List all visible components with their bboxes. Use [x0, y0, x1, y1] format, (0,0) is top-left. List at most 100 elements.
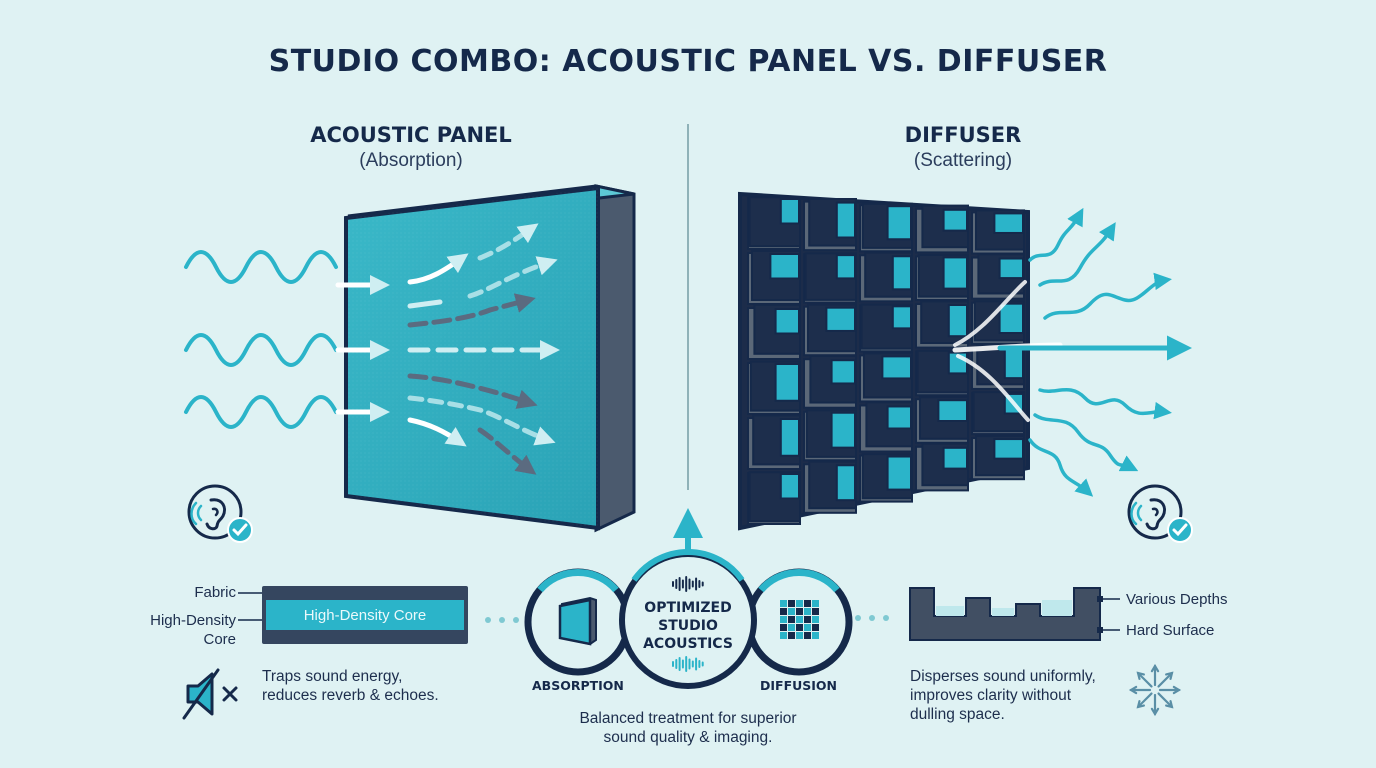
diffuser-block-face: [825, 306, 857, 332]
combo-loop: [524, 508, 853, 689]
panel-cross-section: High-Density Core: [262, 586, 468, 644]
scatter-arrow-head: [1136, 671, 1145, 680]
diffuser-description-line3: dulling space.: [910, 706, 1005, 723]
diffuser-block-face: [779, 473, 800, 500]
diffuser-mini-cell: [804, 624, 811, 631]
diffuser-mini-cell: [812, 624, 819, 631]
scatter-arrow-ray: [1157, 671, 1174, 688]
diffuser-cross-section: [909, 587, 1120, 641]
combo-caption-line1: Balanced treatment for superior: [579, 710, 797, 727]
scattered-sound-waves: [1028, 207, 1172, 497]
sound-wave-icon-bottom: [672, 656, 704, 672]
diffuser-description: Disperses sound uniformly, improves clar…: [910, 667, 1130, 724]
scatter-arrow-head: [1136, 700, 1145, 709]
diffuser-block-face: [1003, 347, 1024, 380]
diffuser-block-face: [993, 212, 1025, 234]
panel-mini-icon: [558, 596, 597, 646]
absorption-label: ABSORPTION: [532, 678, 624, 693]
diffuser-mini-cell: [788, 600, 795, 607]
scatter-arrow-ray: [1157, 692, 1174, 709]
diffuser-description-line1: Disperses sound uniformly,: [910, 668, 1096, 685]
diffusion-label: DIFFUSION: [760, 678, 837, 693]
diffuser-mini-cell: [780, 624, 787, 631]
acoustic-panel-illustration: [344, 184, 636, 533]
diffuser-mini-cell: [804, 616, 811, 623]
diffuser-heading: DIFFUSER: [904, 123, 1022, 147]
scatter-arrow-head: [1150, 707, 1160, 717]
diffuser-mini-cell: [796, 632, 803, 639]
diffuser-mini-cell: [796, 600, 803, 607]
combo-title-line1: OPTIMIZED: [644, 600, 732, 616]
diffuser-block-face: [993, 438, 1025, 460]
diffuser-block-face: [998, 257, 1024, 280]
scatter-arrow-head: [1172, 685, 1182, 695]
acoustic-panel-subheading: (Absorption): [359, 150, 463, 171]
reflected-beams: [952, 280, 1192, 422]
ear-check-icon-left: [187, 484, 253, 543]
diffuser-block-face: [774, 308, 800, 335]
scatter-arrow-ray: [1136, 671, 1153, 688]
hard-surface-label: Hard Surface: [1126, 622, 1215, 639]
various-depths-label: Various Depths: [1126, 591, 1228, 608]
mute-speaker-icon: [182, 668, 238, 720]
absorbed-energy-arrows: [407, 223, 560, 475]
scatter-arrow-head: [1150, 663, 1160, 673]
diffuser-mini-cell: [796, 608, 803, 615]
diffuser-mini-cell: [788, 632, 795, 639]
diffuser-block-face: [886, 405, 912, 430]
diffuser-block-face: [769, 253, 801, 280]
diffuser-mini-cell: [780, 616, 787, 623]
incoming-sound-waves: [184, 250, 338, 429]
diffuser-mini-cell: [804, 608, 811, 615]
diffuser-illustration: [738, 191, 1030, 531]
diffuser-mini-cell: [780, 600, 787, 607]
sound-wave-icon-top: [672, 576, 704, 592]
dotted-connector-right: [855, 615, 889, 621]
diffuser-block-face: [830, 359, 856, 385]
diffuser-mini-icon: [780, 600, 819, 639]
incoming-sound-arrows: [335, 275, 390, 422]
diffuser-description-line2: improves clarity without: [910, 687, 1072, 704]
page-title: STUDIO COMBO: ACOUSTIC PANEL VS. DIFFUSE…: [268, 44, 1108, 79]
diffuser-mini-cell: [788, 608, 795, 615]
diffuser-subheading: (Scattering): [913, 150, 1013, 171]
diffuser-block-face: [937, 399, 969, 423]
dotted-connector-left: [485, 617, 519, 623]
diffuser-block-face: [942, 446, 968, 470]
diffuser-mini-cell: [812, 600, 819, 607]
diffuser-block-face: [835, 201, 856, 239]
diffuser-mini-cell: [780, 608, 787, 615]
diffuser-mini-cell: [796, 616, 803, 623]
core-label-line2: Core: [203, 631, 236, 648]
panel-description: Traps sound energy, reduces reverb & ech…: [262, 667, 492, 705]
diffuser-mini-cell: [780, 632, 787, 639]
panel-description-line1: Traps sound energy,: [262, 668, 403, 685]
diffuser-block-face: [886, 455, 912, 491]
diffuser-mini-cell: [812, 608, 819, 615]
diffuser-block-face: [947, 304, 968, 338]
panel-description-line2: reduces reverb & echoes.: [262, 687, 439, 704]
diffuser-mini-cell: [804, 632, 811, 639]
combo-title: OPTIMIZED STUDIO ACOUSTICS: [623, 599, 753, 653]
acoustic-panel-heading: ACOUSTIC PANEL: [310, 123, 512, 147]
diffuser-block-face: [891, 305, 912, 330]
diffuser-mini-cell: [796, 624, 803, 631]
scatter-arrows-icon: [1128, 663, 1182, 717]
diffuser-mini-cell: [812, 616, 819, 623]
diffuser-block-face: [942, 208, 968, 232]
scatter-arrow-head: [1128, 685, 1138, 695]
diffuser-block-face: [942, 256, 968, 290]
combo-caption: Balanced treatment for superior sound qu…: [538, 709, 838, 747]
diffuser-mini-cell: [788, 616, 795, 623]
core-bar-label: High-Density Core: [266, 600, 464, 630]
diffuser-mini-cell: [788, 624, 795, 631]
combo-title-line3: ACOUSTICS: [643, 636, 733, 652]
diffuser-block-face: [891, 255, 912, 291]
diffuser-block-face: [998, 302, 1024, 335]
diffuser-block-face: [886, 205, 912, 241]
fabric-label: Fabric: [194, 584, 236, 601]
diffuser-block-face: [779, 198, 800, 225]
combo-caption-line2: sound quality & imaging.: [603, 729, 773, 746]
